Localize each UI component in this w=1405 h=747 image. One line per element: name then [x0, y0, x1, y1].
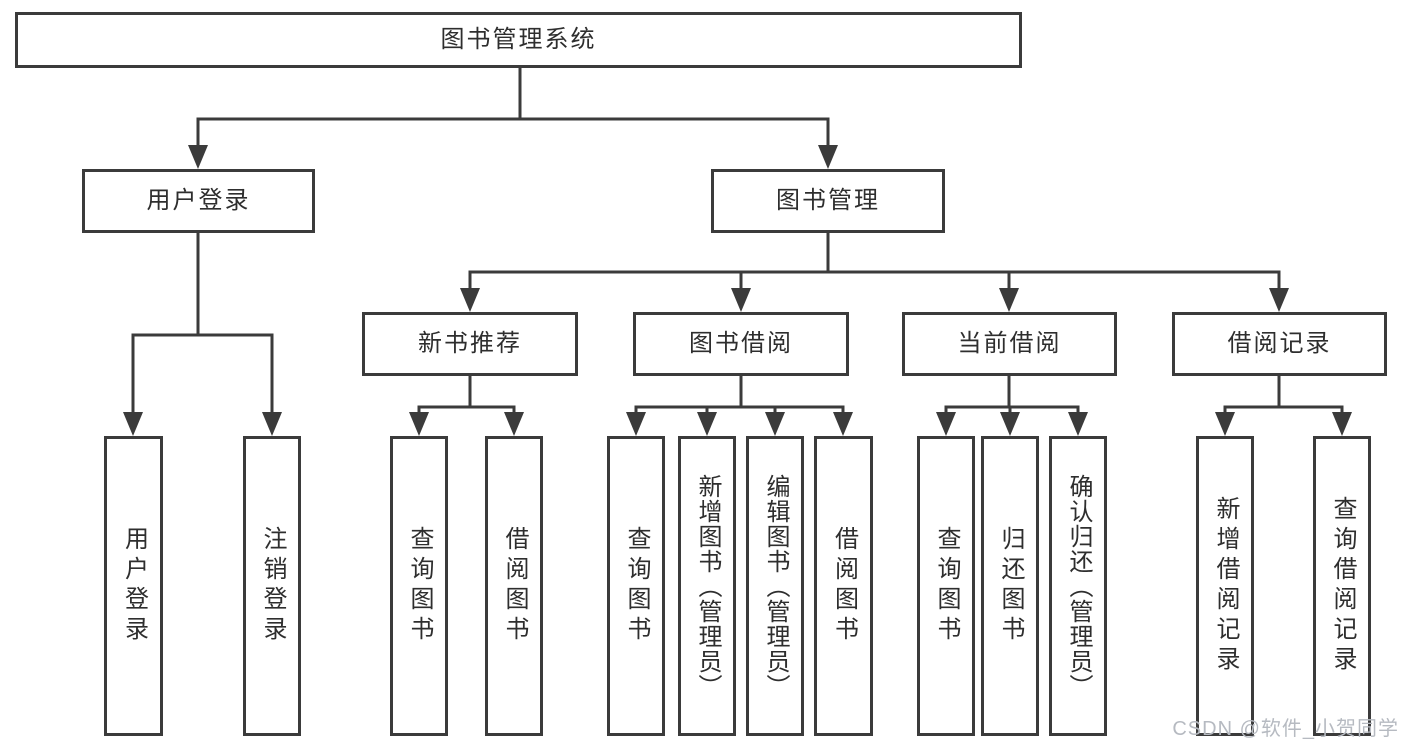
node-user-login: 用户登录 — [82, 169, 315, 233]
leaf-borrow-borrow-books-label: 借阅图书 — [830, 526, 858, 646]
connector-bookborrow-to-leaves — [634, 376, 845, 413]
leaf-borrow-borrow-books: 借阅图书 — [814, 436, 873, 736]
leaf-return-books-label: 归还图书 — [997, 526, 1024, 646]
connector-root-to-level2 — [196, 68, 830, 147]
node-borrowing-records: 借阅记录 — [1172, 312, 1387, 376]
leaf-edit-books-admin-label: 编辑图书（管理员） — [762, 473, 789, 699]
connector-currentborrow-to-leaves — [944, 376, 1080, 413]
node-book-management-label: 图书管理 — [776, 187, 880, 214]
leaf-newbooks-query-books-label: 查询图书 — [406, 526, 433, 646]
connector-borrowrecords-to-leaves — [1223, 376, 1344, 413]
leaf-borrow-query-books: 查询图书 — [607, 436, 665, 736]
connector-bookmgmt-to-level3 — [468, 233, 1281, 289]
leaf-confirm-return-admin-label: 确认归还（管理员） — [1065, 473, 1092, 699]
leaf-borrow-query-books-label: 查询图书 — [623, 526, 650, 646]
leaf-logout: 注销登录 — [243, 436, 301, 736]
leaf-user-login: 用户登录 — [104, 436, 163, 736]
leaf-newbooks-borrow-books: 借阅图书 — [485, 436, 543, 736]
connector-userlogin-to-leaves — [131, 233, 274, 413]
leaf-newbooks-query-books: 查询图书 — [390, 436, 448, 736]
node-root: 图书管理系统 — [15, 12, 1022, 68]
node-book-management: 图书管理 — [711, 169, 945, 233]
node-current-borrowing-label: 当前借阅 — [957, 330, 1062, 357]
leaf-return-books: 归还图书 — [981, 436, 1039, 736]
leaf-add-books-admin: 新增图书（管理员） — [678, 436, 736, 736]
leaf-add-borrow-record-label: 新增借阅记录 — [1212, 496, 1239, 676]
node-current-borrowing: 当前借阅 — [902, 312, 1117, 376]
leaf-add-books-admin-label: 新增图书（管理员） — [694, 473, 721, 699]
node-user-login-label: 用户登录 — [146, 187, 251, 214]
leaf-user-login-label: 用户登录 — [120, 526, 148, 646]
node-book-borrowing: 图书借阅 — [633, 312, 849, 376]
leaf-add-borrow-record: 新增借阅记录 — [1196, 436, 1254, 736]
node-new-book-recommend: 新书推荐 — [362, 312, 578, 376]
leaf-current-query-books-label: 查询图书 — [933, 526, 960, 646]
node-borrowing-records-label: 借阅记录 — [1227, 330, 1332, 357]
node-new-book-recommend-label: 新书推荐 — [418, 330, 522, 357]
leaf-current-query-books: 查询图书 — [917, 436, 975, 736]
leaf-edit-books-admin: 编辑图书（管理员） — [746, 436, 804, 736]
node-root-label: 图书管理系统 — [440, 26, 597, 53]
connector-newbooks-to-leaves — [417, 376, 516, 413]
leaf-query-borrow-record: 查询借阅记录 — [1313, 436, 1371, 736]
leaf-newbooks-borrow-books-label: 借阅图书 — [501, 526, 528, 646]
leaf-logout-label: 注销登录 — [259, 526, 286, 646]
arrowheads — [123, 145, 1352, 436]
leaf-confirm-return-admin: 确认归还（管理员） — [1049, 436, 1107, 736]
node-book-borrowing-label: 图书借阅 — [689, 330, 793, 357]
leaf-query-borrow-record-label: 查询借阅记录 — [1329, 496, 1356, 676]
